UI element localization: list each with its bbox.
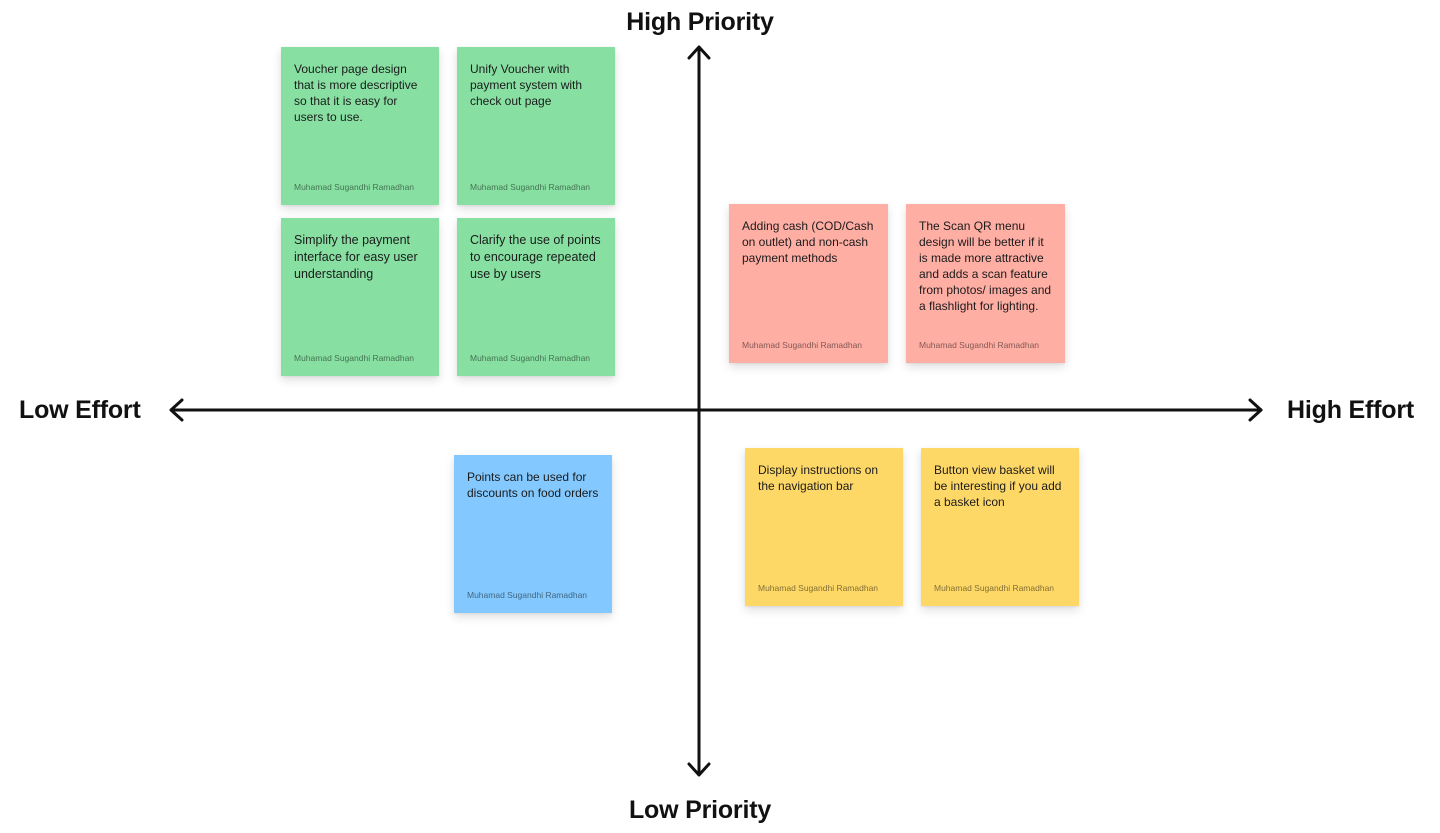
sticky-note-text: Button view basket will be interesting i… xyxy=(934,463,1062,509)
sticky-note[interactable]: Display instructions on the navigation b… xyxy=(745,448,903,606)
arrow-down-icon xyxy=(687,762,711,777)
sticky-note-author: Muhamad Sugandhi Ramadhan xyxy=(294,353,415,363)
sticky-note-text: Display instructions on the navigation b… xyxy=(758,463,879,493)
high-priority-label: High Priority xyxy=(626,8,774,36)
low-effort-label: Low Effort xyxy=(19,396,141,424)
sticky-note-text: Clarify the use of points to encourage r… xyxy=(470,233,601,281)
sticky-note-author: Muhamad Sugandhi Ramadhan xyxy=(934,583,1055,593)
sticky-note-author: Muhamad Sugandhi Ramadhan xyxy=(294,182,415,192)
low-priority-label: Low Priority xyxy=(628,796,772,824)
sticky-note-text: Adding cash (COD/Cash on outlet) and non… xyxy=(742,219,874,265)
arrow-up-icon xyxy=(687,45,711,60)
sticky-note[interactable]: Simplify the payment interface for easy … xyxy=(281,218,439,376)
sticky-note-text: Points can be used for discounts on food… xyxy=(467,470,599,500)
sticky-note-text: The Scan QR menu design will be better i… xyxy=(919,219,1052,313)
sticky-note-author: Muhamad Sugandhi Ramadhan xyxy=(467,590,588,600)
sticky-note[interactable]: Button view basket will be interesting i… xyxy=(921,448,1079,606)
sticky-note[interactable]: Unify Voucher with payment system with c… xyxy=(457,47,615,205)
sticky-note-author: Muhamad Sugandhi Ramadhan xyxy=(470,353,591,363)
sticky-note[interactable]: Clarify the use of points to encourage r… xyxy=(457,218,615,376)
sticky-note[interactable]: Voucher page design that is more descrip… xyxy=(281,47,439,205)
sticky-note[interactable]: Adding cash (COD/Cash on outlet) and non… xyxy=(729,204,888,363)
high-effort-label: High Effort xyxy=(1287,396,1414,424)
sticky-note-text: Voucher page design that is more descrip… xyxy=(294,62,418,124)
sticky-note-text: Simplify the payment interface for easy … xyxy=(294,233,418,281)
arrow-left-icon xyxy=(169,398,184,422)
sticky-note-author: Muhamad Sugandhi Ramadhan xyxy=(470,182,591,192)
sticky-note-author: Muhamad Sugandhi Ramadhan xyxy=(758,583,879,593)
sticky-note[interactable]: The Scan QR menu design will be better i… xyxy=(906,204,1065,363)
sticky-note-author: Muhamad Sugandhi Ramadhan xyxy=(919,340,1040,350)
sticky-note-author: Muhamad Sugandhi Ramadhan xyxy=(742,340,863,350)
sticky-note[interactable]: Points can be used for discounts on food… xyxy=(454,455,612,613)
sticky-note-text: Unify Voucher with payment system with c… xyxy=(470,62,583,108)
arrow-right-icon xyxy=(1248,398,1263,422)
